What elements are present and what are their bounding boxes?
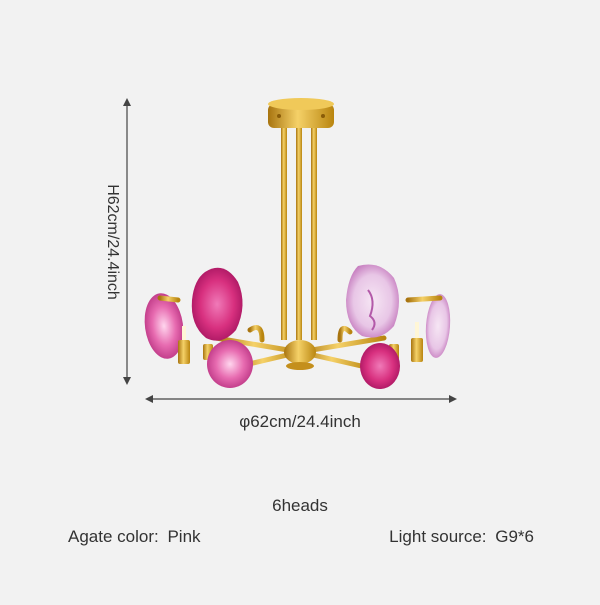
height-dimension-line [123,98,131,385]
light-source-spec: Light source: G9*6 [389,527,534,547]
height-label: H62cm/24.4inch [104,184,121,300]
light-source-value: G9*6 [495,527,534,546]
agate-slice [425,294,451,358]
suspension-rods [281,128,317,340]
center-hub [284,340,316,370]
agate-color-value: Pink [167,527,201,546]
agate-slice [191,267,243,341]
ceiling-canopy [268,98,334,128]
agate-slice [144,293,184,359]
diameter-dimension-line [145,395,457,403]
diameter-label: φ62cm/24.4inch [239,412,361,431]
heads-count-label: 6heads [272,496,328,515]
agate-slice [360,343,400,389]
light-source-label: Light source: [389,527,487,546]
agate-slice [207,340,253,388]
agate-slice [346,264,399,338]
agate-color-spec: Agate color: Pink [68,527,201,547]
agate-color-label: Agate color: [68,527,159,546]
